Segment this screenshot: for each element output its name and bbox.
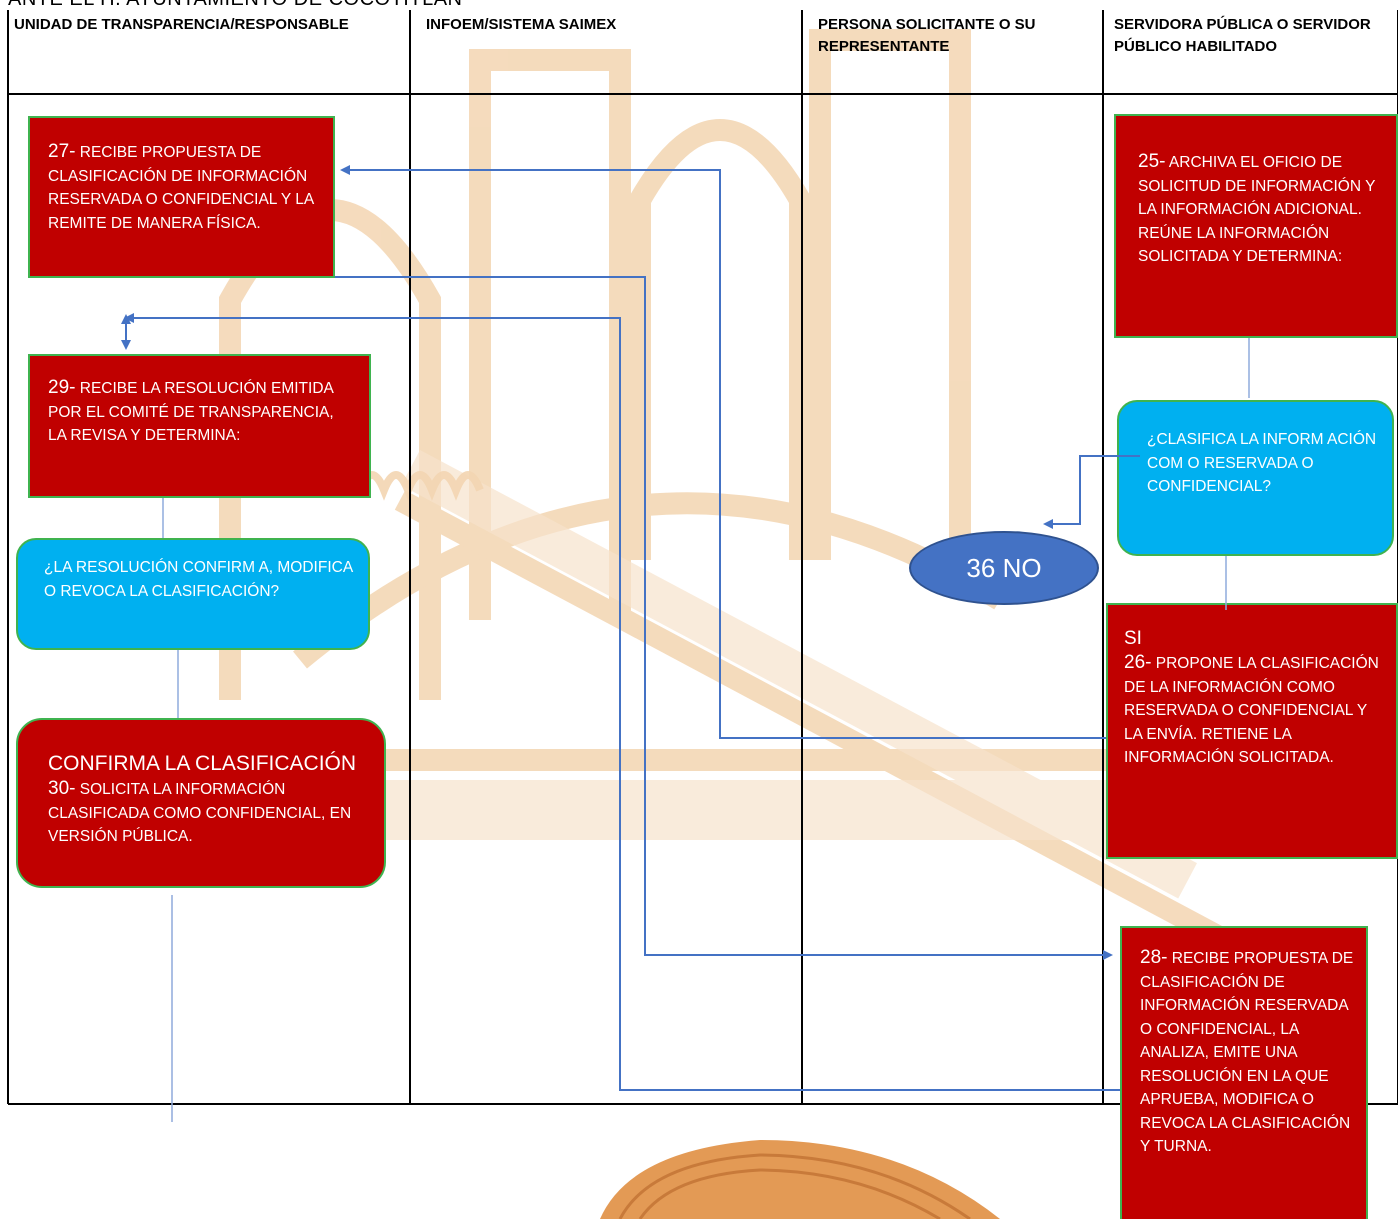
step-29-text: RECIBE LA RESOLUCIÓN EMITIDA POR EL COMI…: [48, 380, 334, 444]
step-26-number: 26-: [1124, 652, 1152, 673]
page-title: ANTE EL H. AYUNTAMIENTO DE COCOTITLÁN: [8, 0, 463, 11]
decision-clasifica-text: ¿CLASIFICA LA INFORM ACIÓN COM O RESERVA…: [1147, 431, 1377, 495]
no-36-connector: 36 NO: [909, 531, 1099, 605]
step-28-number: 28-: [1140, 947, 1168, 968]
step-29-number: 29-: [48, 377, 76, 398]
decision-resolucion: ¿LA RESOLUCIÓN CONFIRM A, MODIFICA O REV…: [16, 538, 370, 650]
step-26-si-label: SI: [1124, 628, 1142, 649]
step-26-text: PROPONE LA CLASIFICACIÓN DE LA INFORMACI…: [1124, 655, 1379, 766]
step-26-box: SI 26- PROPONE LA CLASIFICACIÓN DE LA IN…: [1106, 603, 1398, 859]
step-29-box: 29- RECIBE LA RESOLUCIÓN EMITIDA POR EL …: [28, 354, 371, 498]
step-27-box: 27- RECIBE PROPUESTA DE CLASIFICACIÓN DE…: [28, 116, 335, 278]
step-27-number: 27-: [48, 141, 76, 162]
step-28-box: 28- RECIBE PROPUESTA DE CLASIFICACIÓN DE…: [1120, 926, 1368, 1219]
decision-resolucion-text: ¿LA RESOLUCIÓN CONFIRM A, MODIFICA O REV…: [44, 559, 353, 600]
step-25-number: 25-: [1138, 151, 1166, 172]
step-30-heading: CONFIRMA LA CLASIFICACIÓN: [48, 752, 357, 775]
step-25-box: 25- ARCHIVA EL OFICIO DE SOLICITUD DE IN…: [1114, 114, 1398, 338]
column-header-servidor-publico: SERVIDORA PÚBLICA O SERVIDOR PÚBLICO HAB…: [1114, 16, 1371, 55]
column-header-persona-solicitante: PERSONA SOLICITANTE O SU REPRESENTANTE: [818, 16, 1036, 55]
decision-clasifica: ¿CLASIFICA LA INFORM ACIÓN COM O RESERVA…: [1117, 400, 1394, 556]
column-header-infoem: INFOEM/SISTEMA SAIMEX: [426, 16, 617, 33]
column-header-unidad-transparencia: UNIDAD DE TRANSPARENCIA/RESPONSABLE: [14, 16, 349, 33]
step-30-number: 30-: [48, 778, 76, 799]
step-28-text: RECIBE PROPUESTA DE CLASIFICACIÓN DE INF…: [1140, 950, 1354, 1155]
no-36-label: 36 NO: [966, 552, 1042, 583]
step-30-text: SOLICITA LA INFORMACIÓN CLASIFICADA COMO…: [48, 781, 352, 845]
step-30-box: CONFIRMA LA CLASIFICACIÓN 30- SOLICITA L…: [16, 718, 386, 888]
step-25-text: ARCHIVA EL OFICIO DE SOLICITUD DE INFORM…: [1138, 154, 1376, 265]
step-27-text: RECIBE PROPUESTA DE CLASIFICACIÓN DE INF…: [48, 144, 314, 232]
